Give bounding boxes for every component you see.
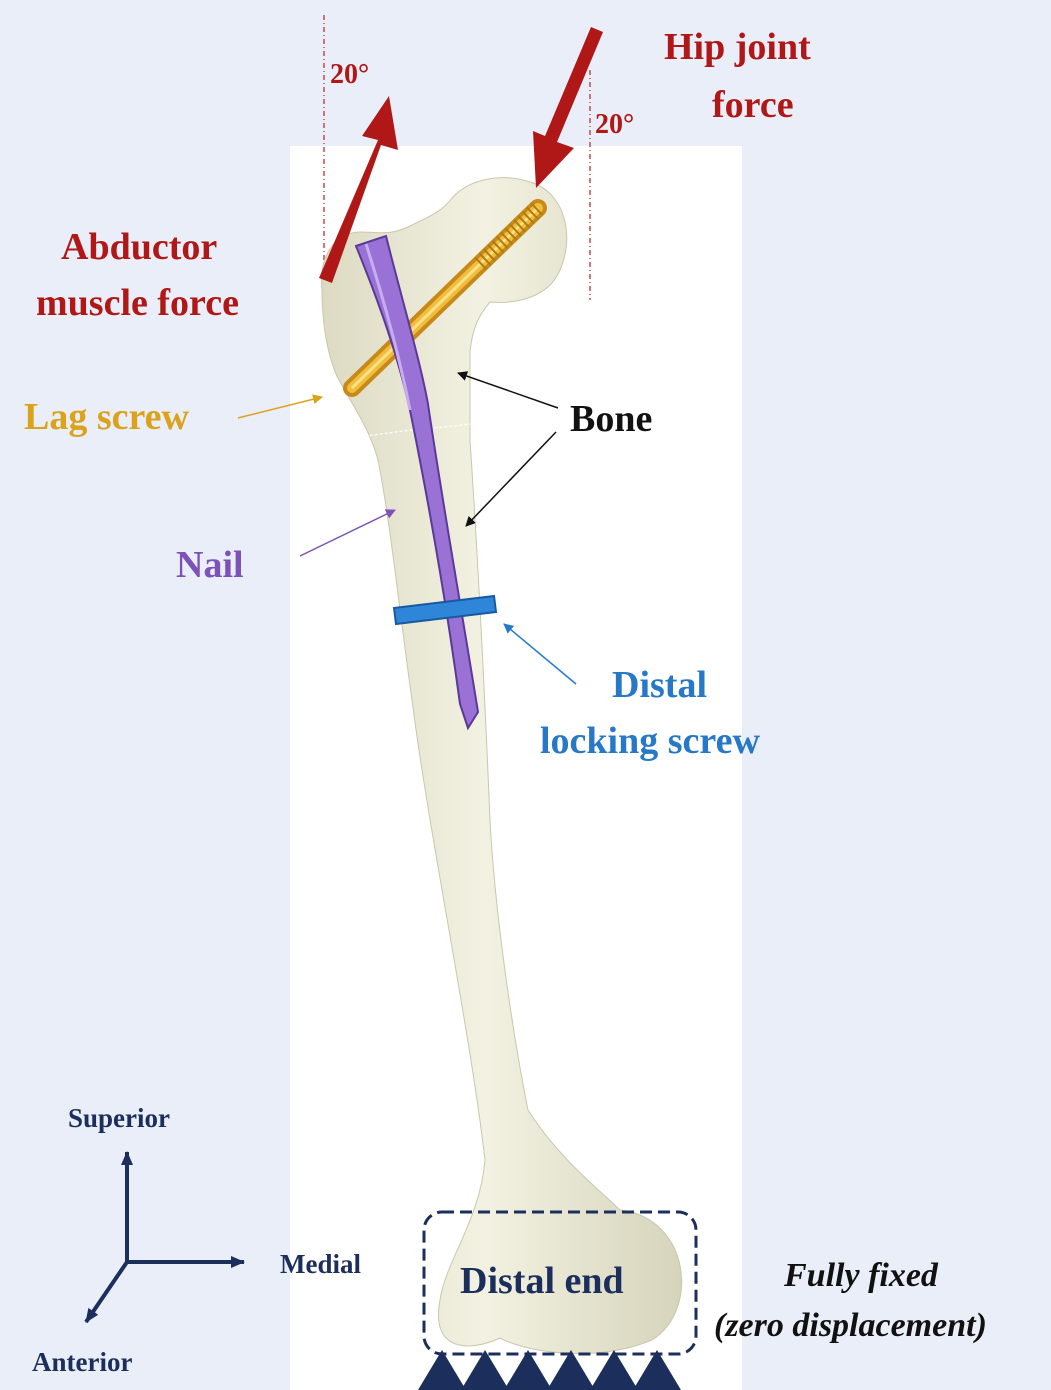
hip-angle-label: 20°	[595, 110, 634, 139]
nail-label: Nail	[176, 546, 244, 586]
coordinate-axes-icon	[86, 1152, 244, 1322]
bone-pointer-lower	[466, 432, 556, 526]
abductor-force-label-line1: Abductor	[61, 228, 217, 268]
hip-joint-force-label-line1: Hip joint	[664, 28, 811, 68]
fully-fixed-label-line2: (zero displacement)	[714, 1308, 987, 1344]
fully-fixed-label-line1: Fully fixed	[784, 1258, 938, 1294]
lag-screw-pointer	[238, 397, 322, 418]
hip-joint-force-label-line2: force	[712, 86, 794, 126]
abductor-force-label-line2: muscle force	[36, 284, 239, 324]
hip-joint-force-arrow	[533, 27, 603, 188]
axis-superior-label: Superior	[68, 1104, 170, 1132]
axis-medial-label: Medial	[280, 1250, 361, 1278]
axis-anterior-label: Anterior	[32, 1348, 132, 1376]
bone-pointer-upper	[458, 373, 558, 408]
distal-screw-label-line2: locking screw	[540, 722, 760, 762]
abductor-angle-label: 20°	[330, 60, 369, 89]
fixed-support-icon	[418, 1350, 681, 1390]
lag-screw-label: Lag screw	[24, 398, 189, 438]
nail-pointer	[300, 510, 395, 556]
bone-label: Bone	[570, 400, 652, 440]
distal-end-label: Distal end	[460, 1262, 624, 1302]
distal-screw-pointer	[504, 624, 576, 684]
distal-screw-label-line1: Distal	[612, 666, 707, 706]
